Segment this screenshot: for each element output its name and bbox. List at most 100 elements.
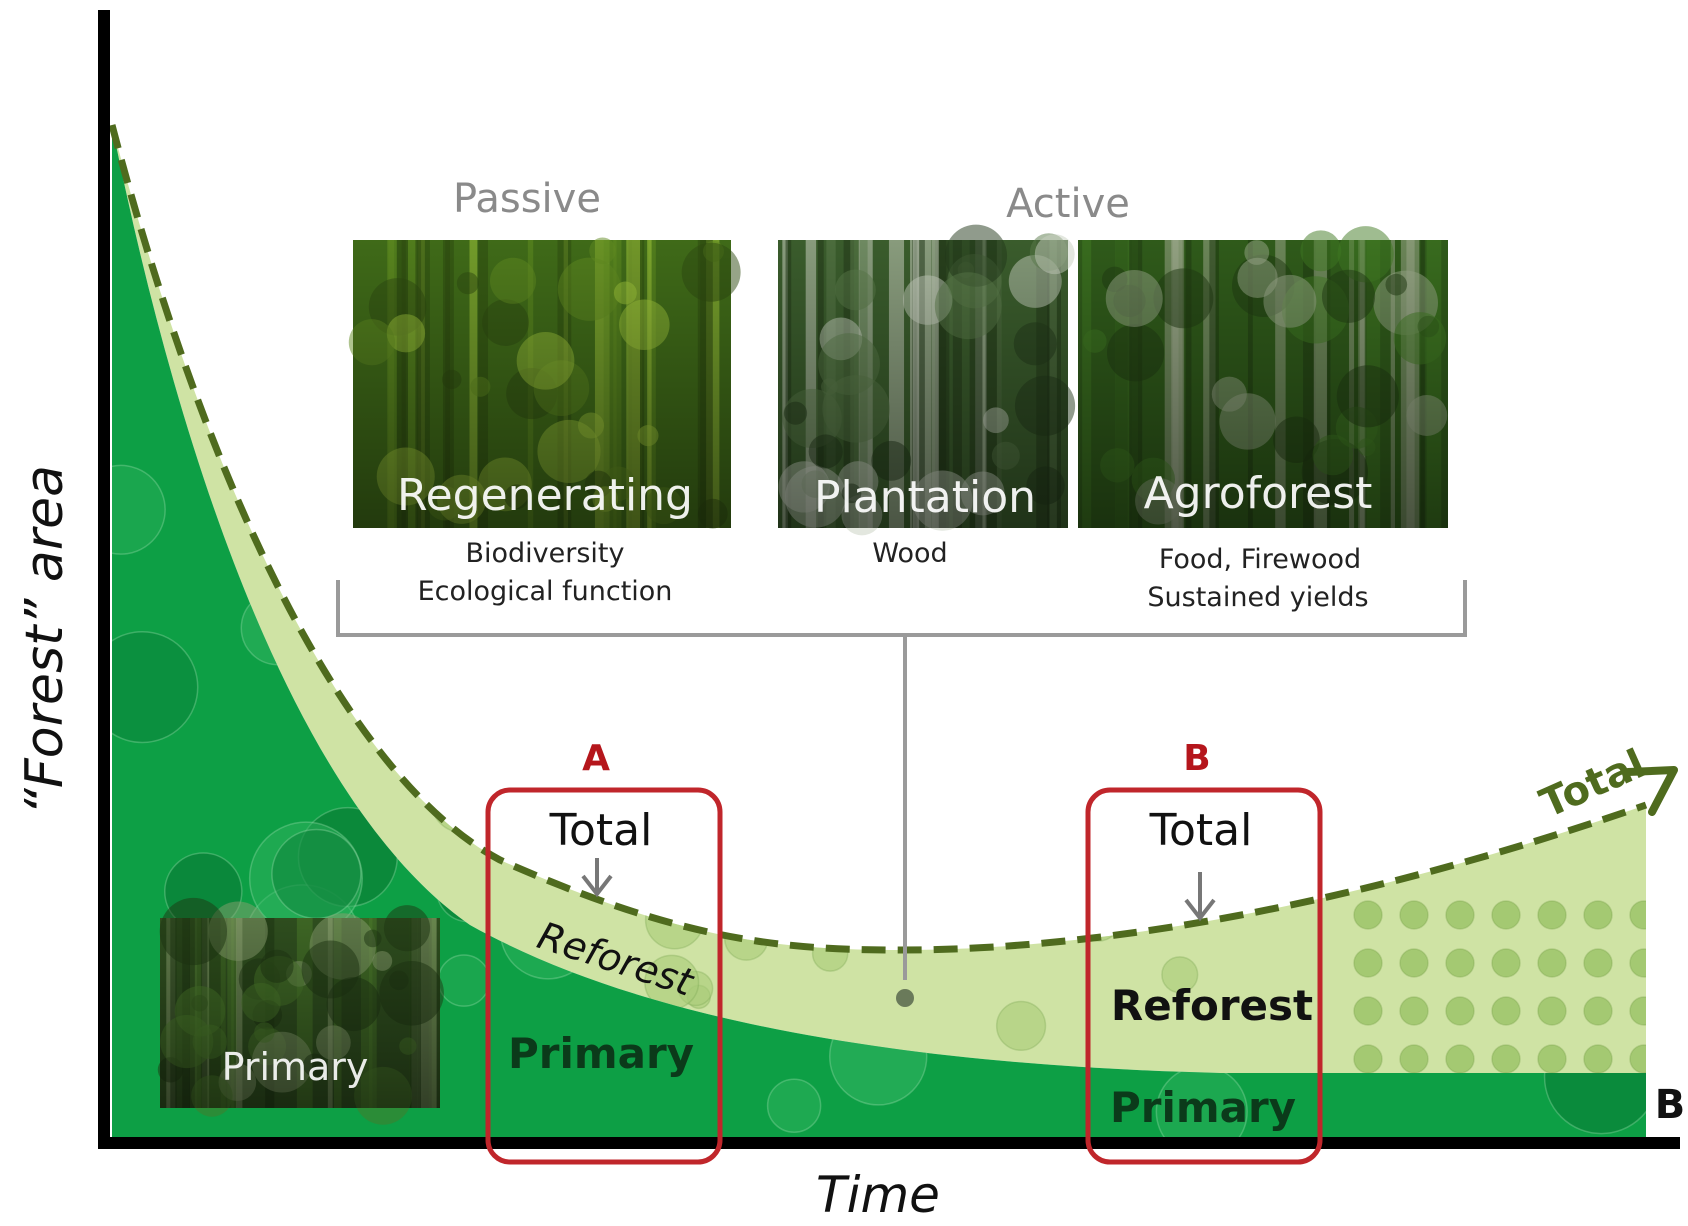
texture-dot xyxy=(210,191,265,246)
texture-dot xyxy=(771,854,840,923)
texture-dot xyxy=(811,935,849,972)
texture-dot xyxy=(1399,996,1429,1026)
texture-dot xyxy=(1491,900,1521,930)
texture-dot xyxy=(271,828,362,920)
texture-dot xyxy=(942,692,992,742)
x-axis-label: Time xyxy=(816,1166,940,1224)
regenerating-caption-2: Ecological function xyxy=(418,576,673,607)
texture-dot xyxy=(1035,842,1084,891)
texture-dot xyxy=(1399,948,1429,978)
texture-dot xyxy=(867,873,927,933)
total-curve-arrowhead xyxy=(1624,766,1678,816)
texture-dot xyxy=(316,125,411,198)
regenerating-label: Regenerating xyxy=(397,470,693,521)
texture-dot xyxy=(972,770,1054,852)
texture-dot xyxy=(1583,900,1613,930)
box-b: B Total Reforest Primary xyxy=(1085,738,1323,1165)
passive-heading: Passive xyxy=(453,176,601,222)
texture-dot xyxy=(1399,900,1429,930)
plantation-caption-1: Wood xyxy=(872,538,947,569)
bracket-endpoint xyxy=(896,989,914,1007)
texture-dot xyxy=(1491,1044,1521,1073)
texture-dot xyxy=(1577,548,1646,665)
texture-dot xyxy=(1537,996,1567,1026)
regenerating-caption-1: Biodiversity xyxy=(465,538,624,569)
texture-dot xyxy=(1537,900,1567,930)
texture-dot xyxy=(1442,591,1501,651)
box-b-down-arrow xyxy=(1184,872,1216,922)
texture-dot xyxy=(626,863,649,885)
texture-dot xyxy=(872,803,915,845)
texture-dot xyxy=(1295,826,1359,889)
box-b-letter: B xyxy=(1183,738,1210,779)
texture-dot xyxy=(766,1078,822,1133)
texture-dot xyxy=(385,644,452,711)
texture-dot xyxy=(1537,948,1567,978)
texture-dot xyxy=(437,954,491,1007)
restoration-bracket xyxy=(336,580,1467,980)
texture-dot xyxy=(1491,948,1521,978)
texture-dot xyxy=(1629,900,1646,930)
texture-dot xyxy=(1353,948,1383,978)
texture-dot xyxy=(1629,996,1646,1026)
texture-dot xyxy=(868,848,901,881)
texture-dot xyxy=(1583,996,1613,1026)
texture-dot xyxy=(208,255,280,328)
texture-dot xyxy=(1629,948,1646,978)
active-heading: Active xyxy=(1006,181,1130,227)
reforest-area xyxy=(112,125,1646,1073)
plantation-label: Plantation xyxy=(814,472,1036,523)
y-axis-label: “Forest” area xyxy=(15,465,75,815)
texture-dot xyxy=(841,589,880,628)
texture-dot xyxy=(1433,524,1516,607)
texture-dot xyxy=(995,1000,1047,1052)
texture-dot xyxy=(211,160,287,235)
primary-forest-photo: Primary xyxy=(157,897,444,1125)
box-b-reforest: Reforest xyxy=(1111,981,1313,1030)
texture-dot xyxy=(998,553,1071,626)
texture-dot xyxy=(1464,695,1510,741)
texture-dot xyxy=(1353,1044,1383,1073)
total-forest-curve xyxy=(108,124,1648,954)
texture-dot xyxy=(1445,1044,1475,1073)
box-a-primary: Primary xyxy=(508,1029,694,1078)
texture-dot xyxy=(1212,634,1297,720)
texture-dot xyxy=(434,663,502,731)
box-a-letter: A xyxy=(582,738,610,779)
texture-dot xyxy=(1583,948,1613,978)
texture-dot xyxy=(841,686,890,735)
texture-dot xyxy=(1253,777,1304,828)
texture-dot xyxy=(1542,436,1620,514)
texture-dot xyxy=(1476,542,1592,658)
agroforest-photo: Agroforest xyxy=(1078,226,1448,528)
box-b-primary: Primary xyxy=(1110,1083,1296,1132)
box-a-total: Total xyxy=(549,805,653,856)
texture-dot xyxy=(1353,996,1383,1026)
texture-dot xyxy=(1537,1044,1567,1073)
texture-dot xyxy=(1362,562,1440,640)
texture-dot xyxy=(1445,900,1475,930)
texture-dot xyxy=(112,630,199,744)
texture-dot xyxy=(839,170,903,234)
texture-dot xyxy=(1161,956,1199,994)
texture-dot xyxy=(430,768,495,834)
texture-dot xyxy=(1583,1044,1613,1073)
texture-dot xyxy=(865,148,939,222)
texture-dot xyxy=(1629,1044,1646,1073)
agroforest-caption-2: Sustained yields xyxy=(1147,582,1368,613)
box-b-total: Total xyxy=(1149,805,1253,856)
texture-dot xyxy=(1353,900,1383,930)
texture-dot xyxy=(1455,631,1583,759)
texture-dot xyxy=(997,904,1031,938)
texture-dot xyxy=(1448,464,1508,525)
texture-dot xyxy=(112,464,166,555)
plantation-photo: Plantation xyxy=(778,224,1076,536)
agroforest-caption-1: Food, Firewood xyxy=(1159,544,1361,575)
regenerating-photo: Regenerating xyxy=(348,237,741,529)
texture-dot xyxy=(1445,996,1475,1026)
box-a-down-arrow xyxy=(581,858,613,898)
end-marker-letter: B xyxy=(1655,1082,1686,1128)
texture-dot xyxy=(1399,1044,1429,1073)
texture-dot xyxy=(930,140,998,208)
